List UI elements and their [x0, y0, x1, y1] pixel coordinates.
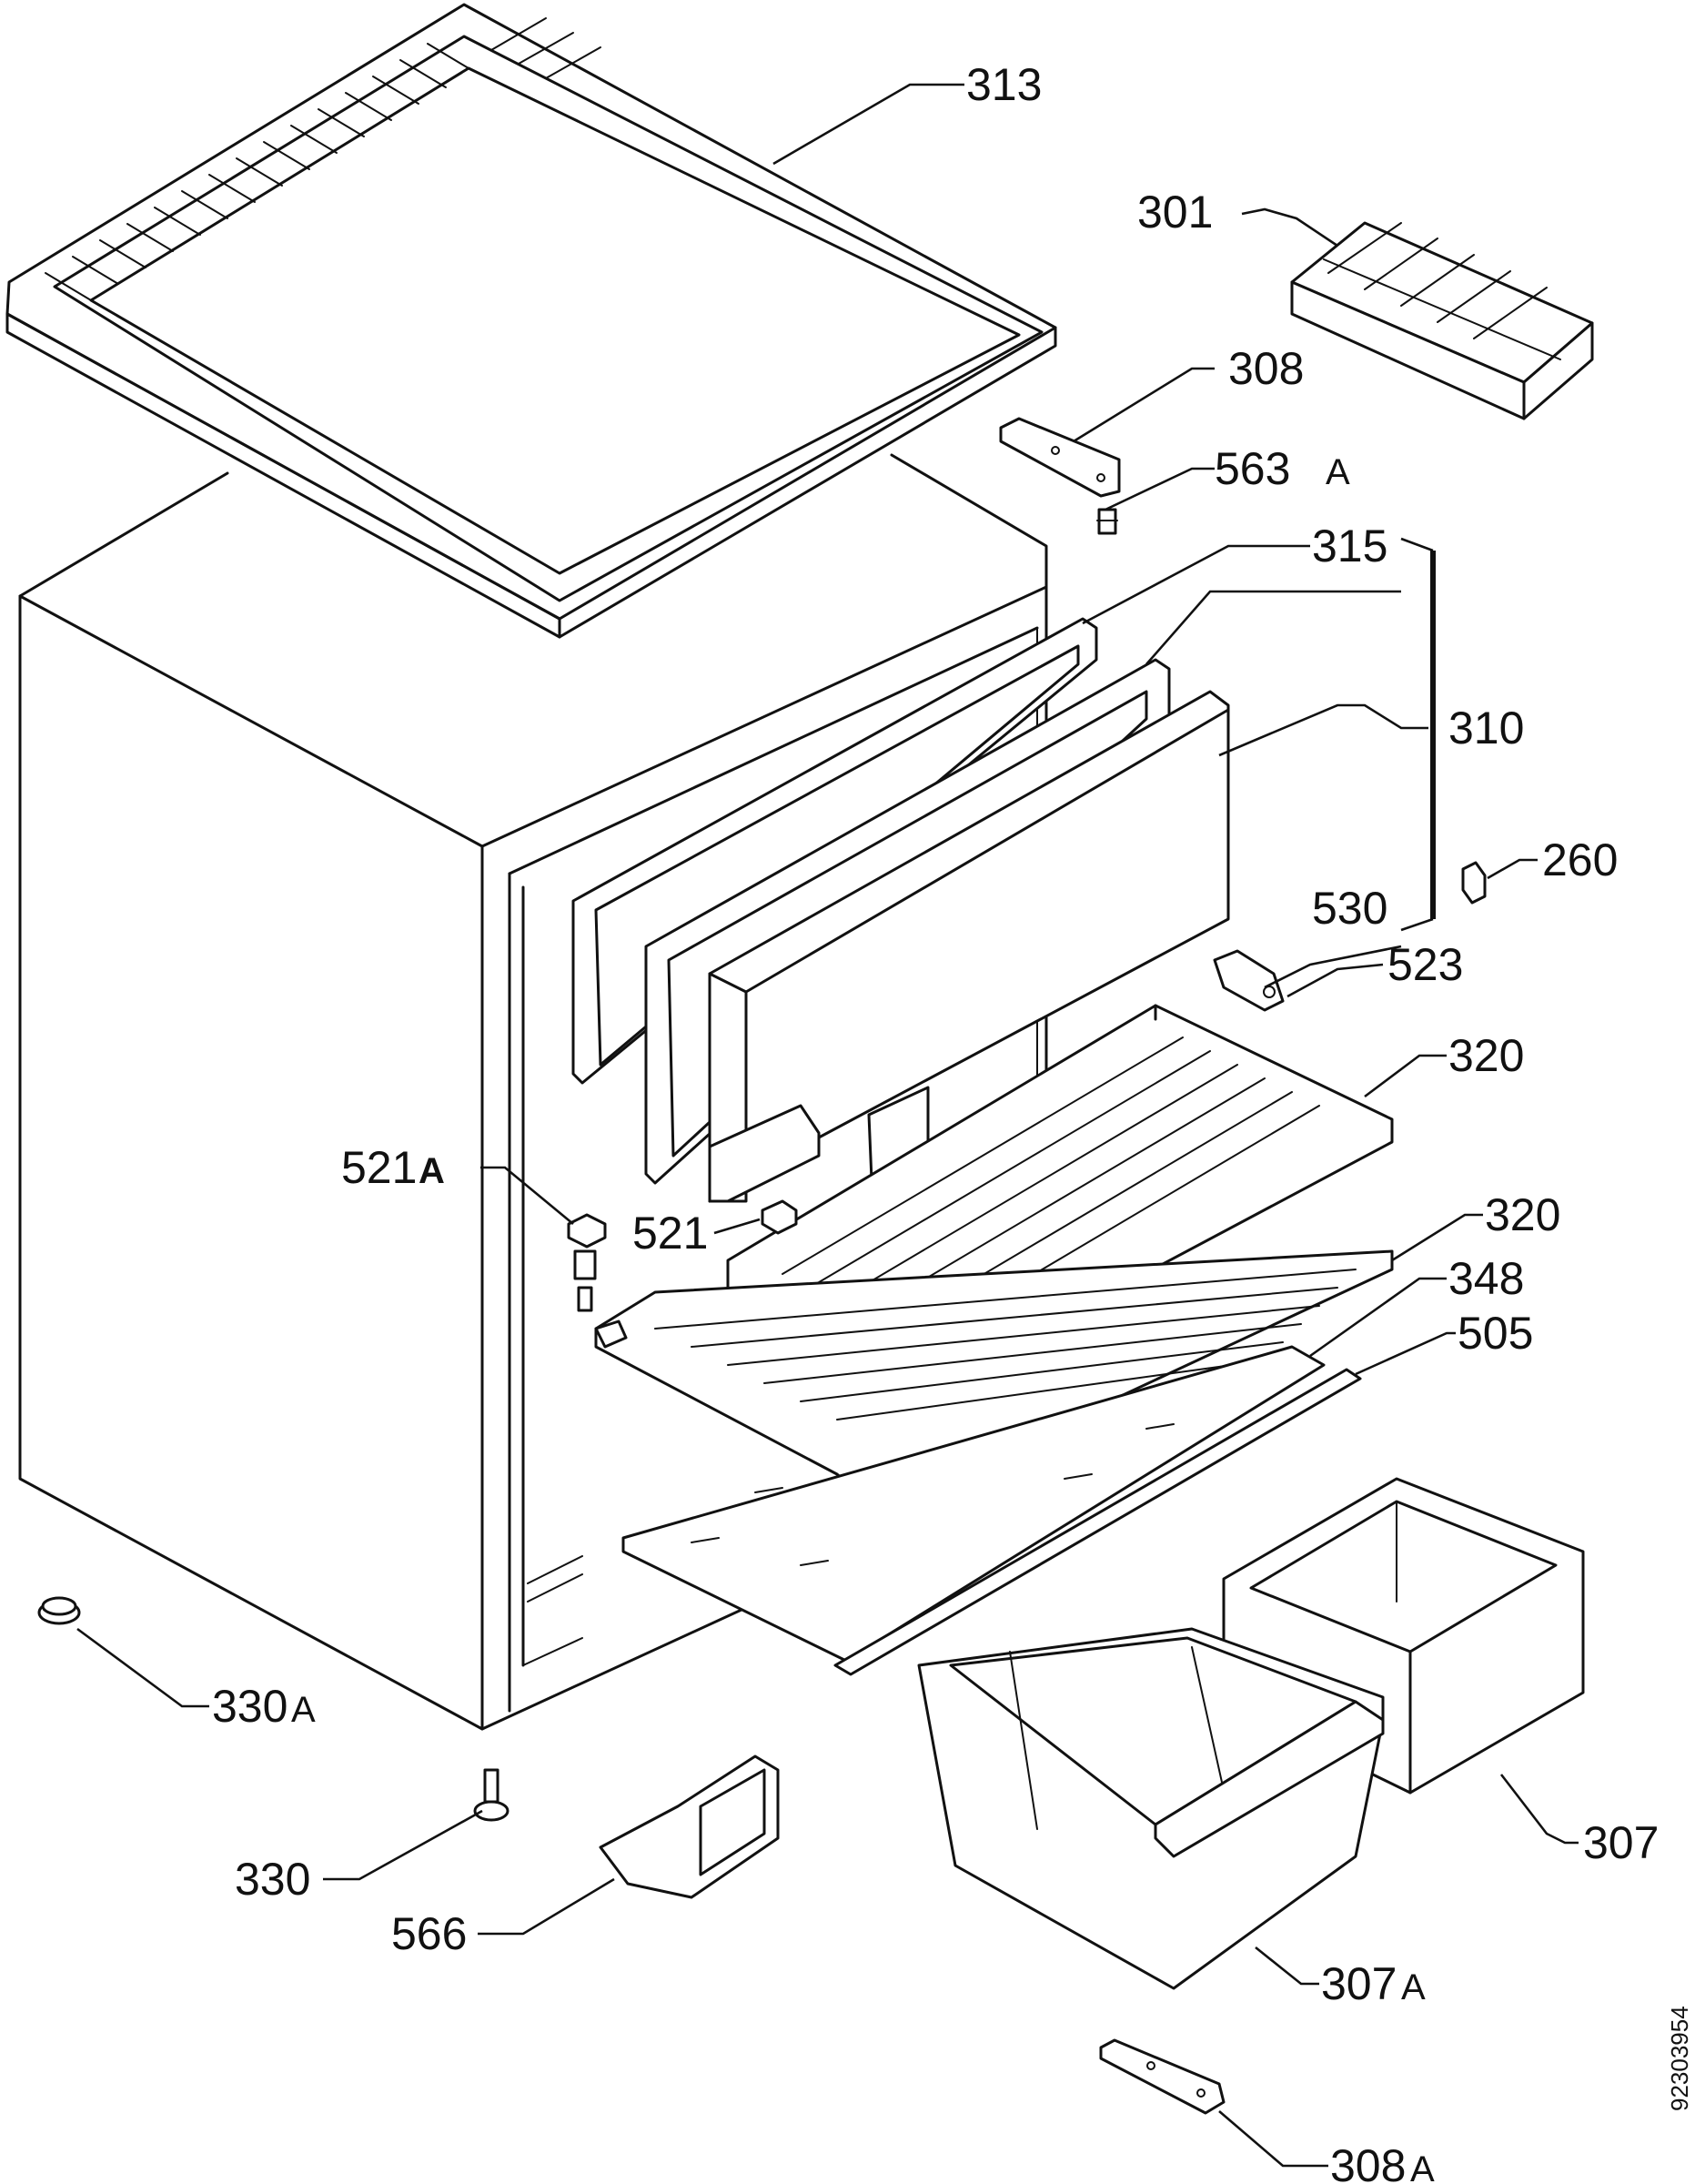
part-308-hinge — [999, 417, 1121, 498]
label-530: 530 — [1312, 883, 1387, 934]
label-307A-suffix: A — [1401, 1967, 1426, 2007]
label-307: 307 — [1583, 1817, 1659, 1868]
label-348: 348 — [1448, 1253, 1524, 1304]
label-330A: 330 — [212, 1681, 288, 1732]
part-330-screw-foot — [473, 1768, 510, 1822]
label-313: 313 — [966, 59, 1042, 110]
part-566-spanner — [599, 1754, 780, 1899]
label-521A-suffix: A — [419, 1151, 445, 1191]
part-521A-latch — [567, 1213, 607, 1312]
label-523: 523 — [1387, 939, 1463, 990]
part-313-lid — [5, 3, 1057, 639]
label-505: 505 — [1458, 1308, 1533, 1359]
lid-vent-grille — [45, 17, 601, 301]
label-260: 260 — [1542, 834, 1618, 885]
lower-shelf-ribs — [654, 1269, 1357, 1421]
part-301-ice-tray — [1290, 221, 1594, 420]
part-521-plug — [761, 1199, 798, 1235]
label-521: 521 — [632, 1208, 708, 1259]
label-315: 315 — [1312, 521, 1387, 571]
part-labels: 313 301 308 563 A 315 310 260 530 523 32… — [212, 59, 1659, 2184]
label-310: 310 — [1448, 703, 1524, 753]
leader-lines — [76, 83, 1579, 2168]
label-566: 566 — [391, 1908, 467, 1959]
part-260-clip — [1461, 861, 1487, 905]
label-308A-suffix: A — [1410, 2149, 1435, 2184]
label-330A-suffix: A — [291, 1690, 316, 1730]
door-panel — [708, 690, 1230, 1203]
label-521A: 521 — [341, 1142, 417, 1193]
part-307A-crisper — [917, 1627, 1385, 1990]
part-310-door-assembly — [571, 617, 1230, 1203]
bracket-310 — [1400, 537, 1436, 932]
label-330: 330 — [235, 1854, 310, 1905]
label-307A: 307 — [1321, 1958, 1397, 2009]
part-505-rail — [833, 1368, 1362, 1676]
label-301: 301 — [1137, 187, 1213, 238]
part-348-glass-plate — [621, 1345, 1326, 1663]
part-308A-hinge — [1099, 2038, 1226, 2115]
label-320-lower: 320 — [1485, 1189, 1560, 1240]
part-523-stop — [1213, 949, 1285, 1012]
label-320-upper: 320 — [1448, 1030, 1524, 1081]
label-308A: 308 — [1330, 2140, 1406, 2184]
document-number: 92303954 — [1666, 2006, 1693, 2111]
part-330A-foot — [37, 1596, 81, 1625]
label-563-suffix: A — [1326, 452, 1350, 492]
part-563A-screw — [1096, 508, 1118, 535]
label-563: 563 — [1215, 443, 1290, 494]
label-308: 308 — [1228, 343, 1304, 394]
